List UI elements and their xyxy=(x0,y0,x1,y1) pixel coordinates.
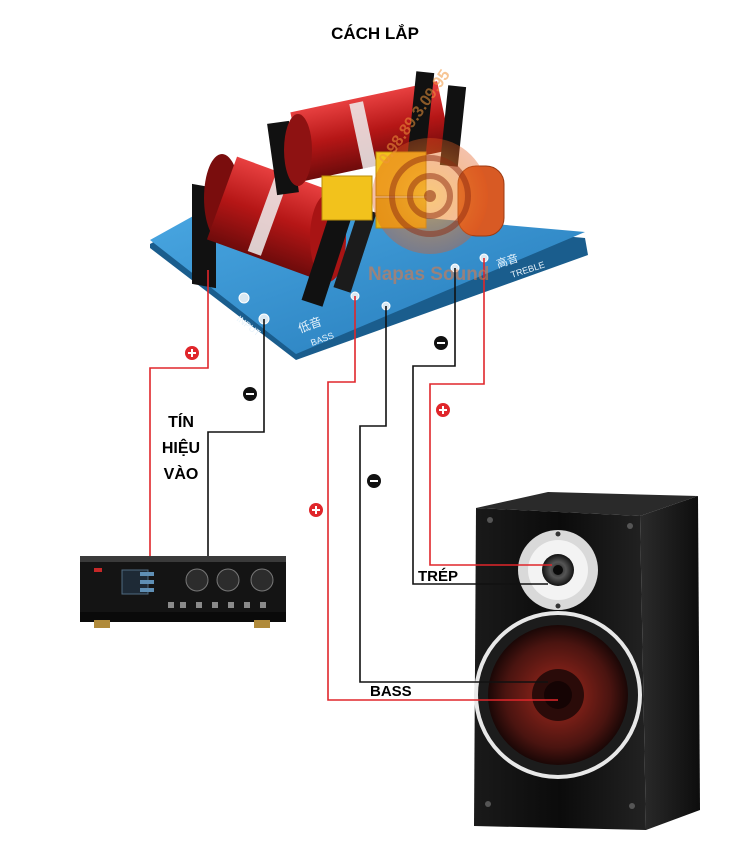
tweeter xyxy=(518,530,598,610)
speaker-top xyxy=(476,492,698,516)
speaker-cabinet xyxy=(474,492,700,830)
coil-left xyxy=(192,154,377,307)
bass-label: BASS xyxy=(370,683,412,700)
woofer xyxy=(474,611,642,779)
wire-treble-positive xyxy=(429,258,552,566)
signal-label-line: TÍN xyxy=(168,414,194,431)
plus-icon xyxy=(309,503,323,517)
wire-bass-negative xyxy=(359,306,548,683)
plus-icon xyxy=(436,403,450,417)
minus-icon xyxy=(434,336,448,350)
speaker-side xyxy=(640,496,700,830)
signal-label-line: VÀO xyxy=(163,466,199,483)
plus-icon xyxy=(185,346,199,360)
minus-icon xyxy=(367,474,381,488)
amplifier xyxy=(80,556,286,628)
minus-icon xyxy=(243,387,257,401)
watermark-logo xyxy=(372,138,488,254)
board-treble-cn-label: 高音 xyxy=(495,251,520,271)
treble-label: TRÉP xyxy=(418,568,459,585)
wire-bass-positive xyxy=(327,296,558,701)
signal-input-label: TÍN HIỆU VÀO xyxy=(146,410,216,488)
signal-label-line: HIỆU xyxy=(161,440,201,457)
watermark-brand: Napas Sound xyxy=(368,264,490,285)
polarity-markers xyxy=(185,336,450,517)
wire-input-positive xyxy=(149,270,209,556)
crossover-board: INPUT 低音 BASS 高音 TREBLE xyxy=(150,71,588,360)
wires xyxy=(149,258,558,701)
page-title: CÁCH LẮP xyxy=(331,24,419,43)
wire-input-negative xyxy=(207,319,265,556)
wire-treble-negative xyxy=(412,268,548,585)
